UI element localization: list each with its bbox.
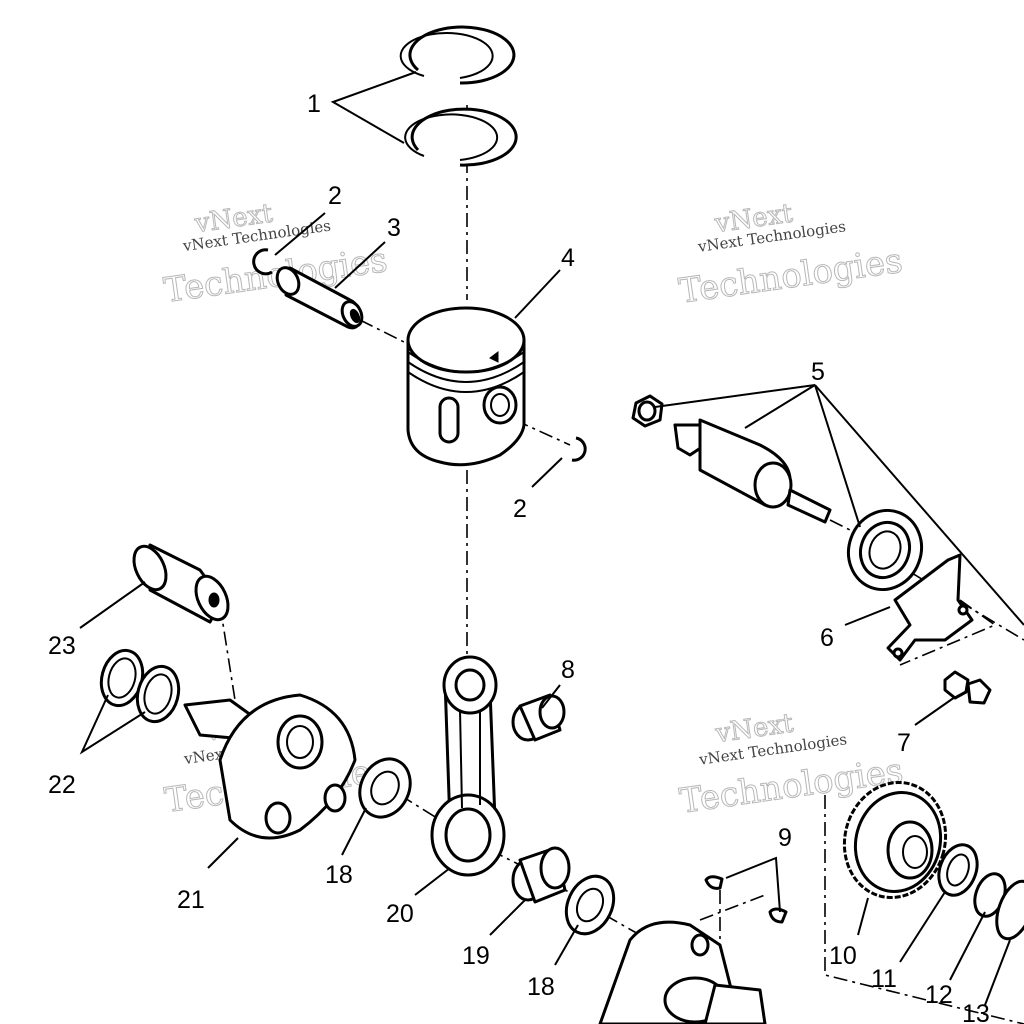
callout-8: 8 (561, 656, 575, 684)
callout-18: 18 (527, 973, 555, 1001)
callout-3: 3 (387, 214, 401, 242)
callout-22: 22 (48, 771, 76, 799)
outer-bearing (995, 879, 1024, 941)
callout-9: 9 (778, 824, 792, 852)
callout-21: 21 (177, 886, 205, 914)
watermark-top-left: vNext vNext Technologies Technologies (161, 198, 390, 312)
callout-11: 11 (871, 965, 897, 993)
flange-bolt (943, 670, 992, 705)
wrist-pin-circlip-left (252, 248, 273, 276)
callout-20: 20 (386, 900, 414, 928)
callout-7: 7 (897, 729, 911, 757)
piston-rings (399, 25, 518, 167)
crank-pin (132, 543, 230, 624)
wrist-pin (275, 266, 364, 330)
crankshaft-seals (99, 648, 181, 724)
piston (406, 306, 526, 467)
callout-5: 5 (811, 358, 825, 386)
woodruff-keys (704, 875, 788, 924)
bearing-retainer-plate (886, 553, 974, 662)
callout-13: 13 (962, 1000, 990, 1024)
callout-18: 18 (325, 861, 353, 889)
callout-1: 1 (307, 90, 321, 118)
gear-spacer (937, 843, 979, 897)
callout-12: 12 (925, 981, 953, 1009)
callout-labels: 1 2 3 4 2 5 6 7 8 23 22 21 18 20 19 18 9… (48, 90, 990, 1024)
crankshaft-half-right (598, 920, 767, 1024)
callout-2: 2 (513, 495, 527, 523)
needle-bearing-small-end (511, 693, 566, 742)
callout-19: 19 (462, 942, 490, 970)
connecting-rod (430, 655, 506, 877)
leader-lines (79, 71, 1024, 1006)
wrist-pin-circlip-right (571, 436, 587, 462)
ball-bearing (847, 508, 923, 592)
crankshaft-half-left (183, 693, 357, 840)
callout-6: 6 (820, 624, 834, 652)
starter-shaft-assembly (631, 394, 832, 524)
callout-2: 2 (328, 182, 342, 210)
callout-10: 10 (829, 942, 857, 970)
thrust-washer-right (564, 874, 616, 936)
callout-4: 4 (561, 244, 575, 272)
crank-gear (842, 781, 948, 899)
callout-23: 23 (48, 632, 76, 660)
watermark-top-right: vNext vNext Technologies Technologies (676, 198, 905, 312)
thrust-washer-left (358, 757, 412, 819)
needle-bearing-big-end (511, 846, 571, 904)
